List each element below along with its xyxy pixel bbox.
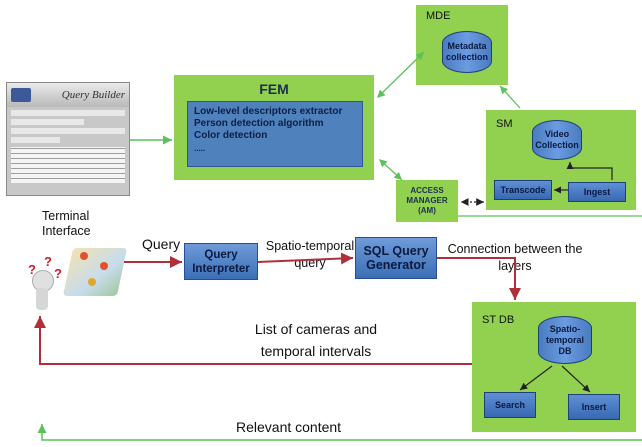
arrow-interpreter-generator <box>257 252 354 265</box>
arrow-fem-mde <box>377 51 425 98</box>
map-pin-icon <box>100 262 108 270</box>
spatio-temporal-db: Spatio-temporal DB <box>538 316 592 364</box>
list-cameras-label: List of cameras and temporal intervals <box>254 321 378 359</box>
fem-item: Color detection <box>194 130 268 141</box>
arrow-db-search <box>519 365 553 391</box>
fem-item: Person detection algorithm <box>194 118 324 129</box>
arrow-generator-stdb <box>437 257 521 300</box>
arrow-relevant-content <box>37 424 642 441</box>
map-pin-icon <box>88 278 96 286</box>
form-row <box>11 137 60 143</box>
query-builder-header: Query Builder <box>7 83 129 107</box>
terminal-interface-label: Terminal Interface <box>42 209 91 238</box>
fem-item: Low-level descriptors extractor <box>194 106 343 117</box>
arrow-ingest-video <box>566 162 613 180</box>
form-row <box>11 128 125 134</box>
stdb-title: ST DB <box>482 314 515 326</box>
logo-icon <box>11 88 31 102</box>
video-collection-db: Video Collection <box>532 120 582 160</box>
relevant-content-label: Relevant content <box>236 419 342 435</box>
sm-module: SM Video Collection Transcode Ingest <box>486 110 636 210</box>
question-mark-icon: ? <box>28 262 36 277</box>
sm-title: SM <box>496 118 513 130</box>
access-manager-module: ACCESS MANAGER (AM) <box>396 180 458 222</box>
question-mark-icon: ? <box>54 266 62 281</box>
metadata-collection-db: Metadata collection <box>442 31 492 73</box>
form-row <box>11 119 85 125</box>
query-interpreter-box: Query Interpreter <box>184 243 258 280</box>
results-grid <box>11 147 125 183</box>
arrow-fem-am <box>379 159 403 181</box>
ingest-button[interactable]: Ingest <box>568 182 626 202</box>
stdb-module: ST DB Spatio-temporal DB Search Insert <box>472 302 636 432</box>
form-row <box>11 110 125 116</box>
question-mark-icon: ? <box>44 254 52 269</box>
map-pin-icon <box>80 252 88 260</box>
query-builder-screenshot: Query Builder <box>6 82 130 196</box>
fem-algorithm-list: Low-level descriptors extractor Person d… <box>187 101 363 167</box>
query-builder-title: Query Builder <box>61 89 125 101</box>
insert-button[interactable]: Insert <box>568 394 620 420</box>
arrow-stdb-terminal <box>34 316 472 365</box>
search-button[interactable]: Search <box>484 392 536 418</box>
fem-title: FEM <box>259 81 289 97</box>
person-body-icon <box>36 288 48 310</box>
fem-module: FEM Low-level descriptors extractor Pers… <box>174 75 374 180</box>
sql-query-generator-box: SQL Query Generator <box>355 237 437 279</box>
arrow-db-insert <box>561 365 591 393</box>
query-label: Query <box>142 236 181 252</box>
arrow-sm-mde <box>499 85 521 109</box>
mde-module: MDE Metadata collection <box>416 5 508 85</box>
transcode-button[interactable]: Transcode <box>494 180 552 200</box>
fem-item: ..... <box>194 144 206 153</box>
mde-title: MDE <box>426 10 451 22</box>
